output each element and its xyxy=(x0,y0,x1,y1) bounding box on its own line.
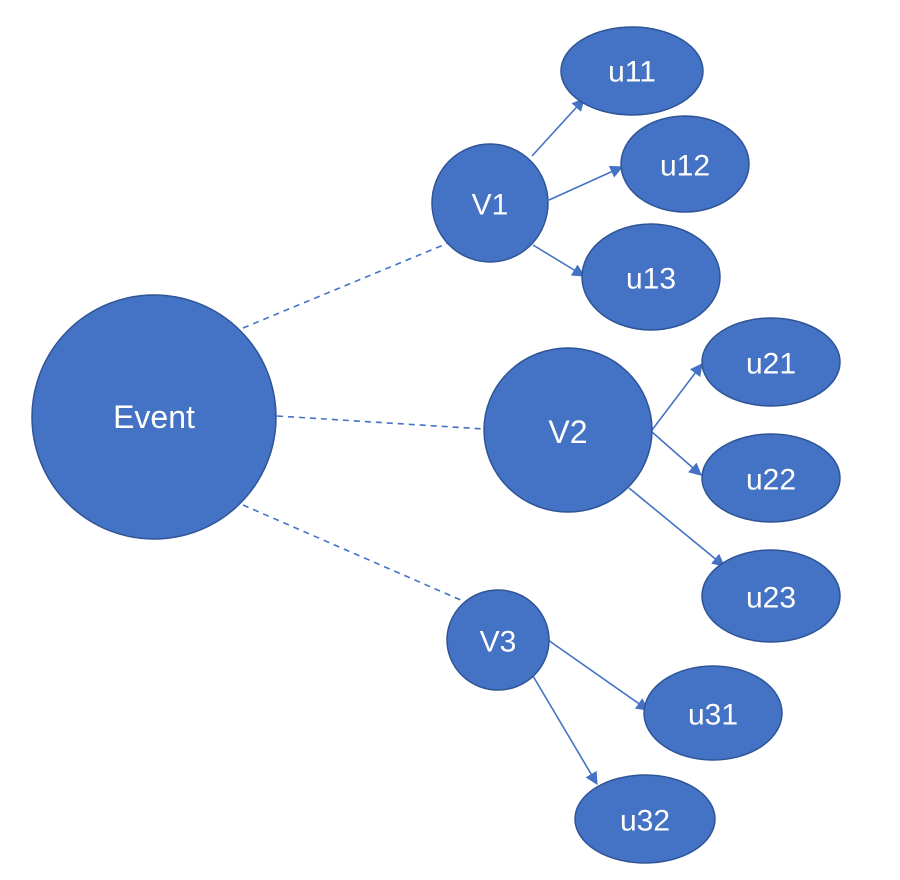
u21-label: u21 xyxy=(746,348,796,381)
u12-node: u12 xyxy=(620,115,750,213)
v2-label: V2 xyxy=(548,414,587,450)
u13-label: u13 xyxy=(626,263,676,296)
u22-label: u22 xyxy=(746,464,796,497)
u23-node: u23 xyxy=(701,549,841,643)
v1-node: V1 xyxy=(431,143,549,263)
edge-v2-u22 xyxy=(651,431,702,476)
u13-node: u13 xyxy=(581,223,721,331)
u12-label: u12 xyxy=(660,150,710,183)
v2-node: V2 xyxy=(483,347,653,513)
v1-label: V1 xyxy=(472,189,509,222)
u22-node: u22 xyxy=(701,433,841,523)
u31-label: u31 xyxy=(688,699,738,732)
edge-event-v3 xyxy=(242,504,464,602)
edge-event-v1 xyxy=(242,240,454,329)
v3-label: V3 xyxy=(480,626,517,659)
u23-label: u23 xyxy=(746,582,796,615)
u11-label: u11 xyxy=(608,56,656,89)
edge-v3-u32 xyxy=(532,675,598,786)
edge-v3-u31 xyxy=(547,639,650,711)
u32-label: u32 xyxy=(620,805,670,838)
u32-node: u32 xyxy=(574,774,716,864)
v3-node: V3 xyxy=(446,589,550,691)
u31-node: u31 xyxy=(643,665,783,761)
edge-v1-u13 xyxy=(532,244,586,277)
edge-v2-u21 xyxy=(651,362,703,431)
edge-v1-u12 xyxy=(548,165,624,201)
event-node: Event xyxy=(31,294,277,540)
event-label: Event xyxy=(113,399,195,435)
edge-v1-u11 xyxy=(531,98,585,157)
u21-node: u21 xyxy=(701,317,841,407)
edge-event-v2 xyxy=(276,415,485,430)
edge-v2-u23 xyxy=(628,487,725,567)
u11-node: u11 xyxy=(560,26,704,116)
